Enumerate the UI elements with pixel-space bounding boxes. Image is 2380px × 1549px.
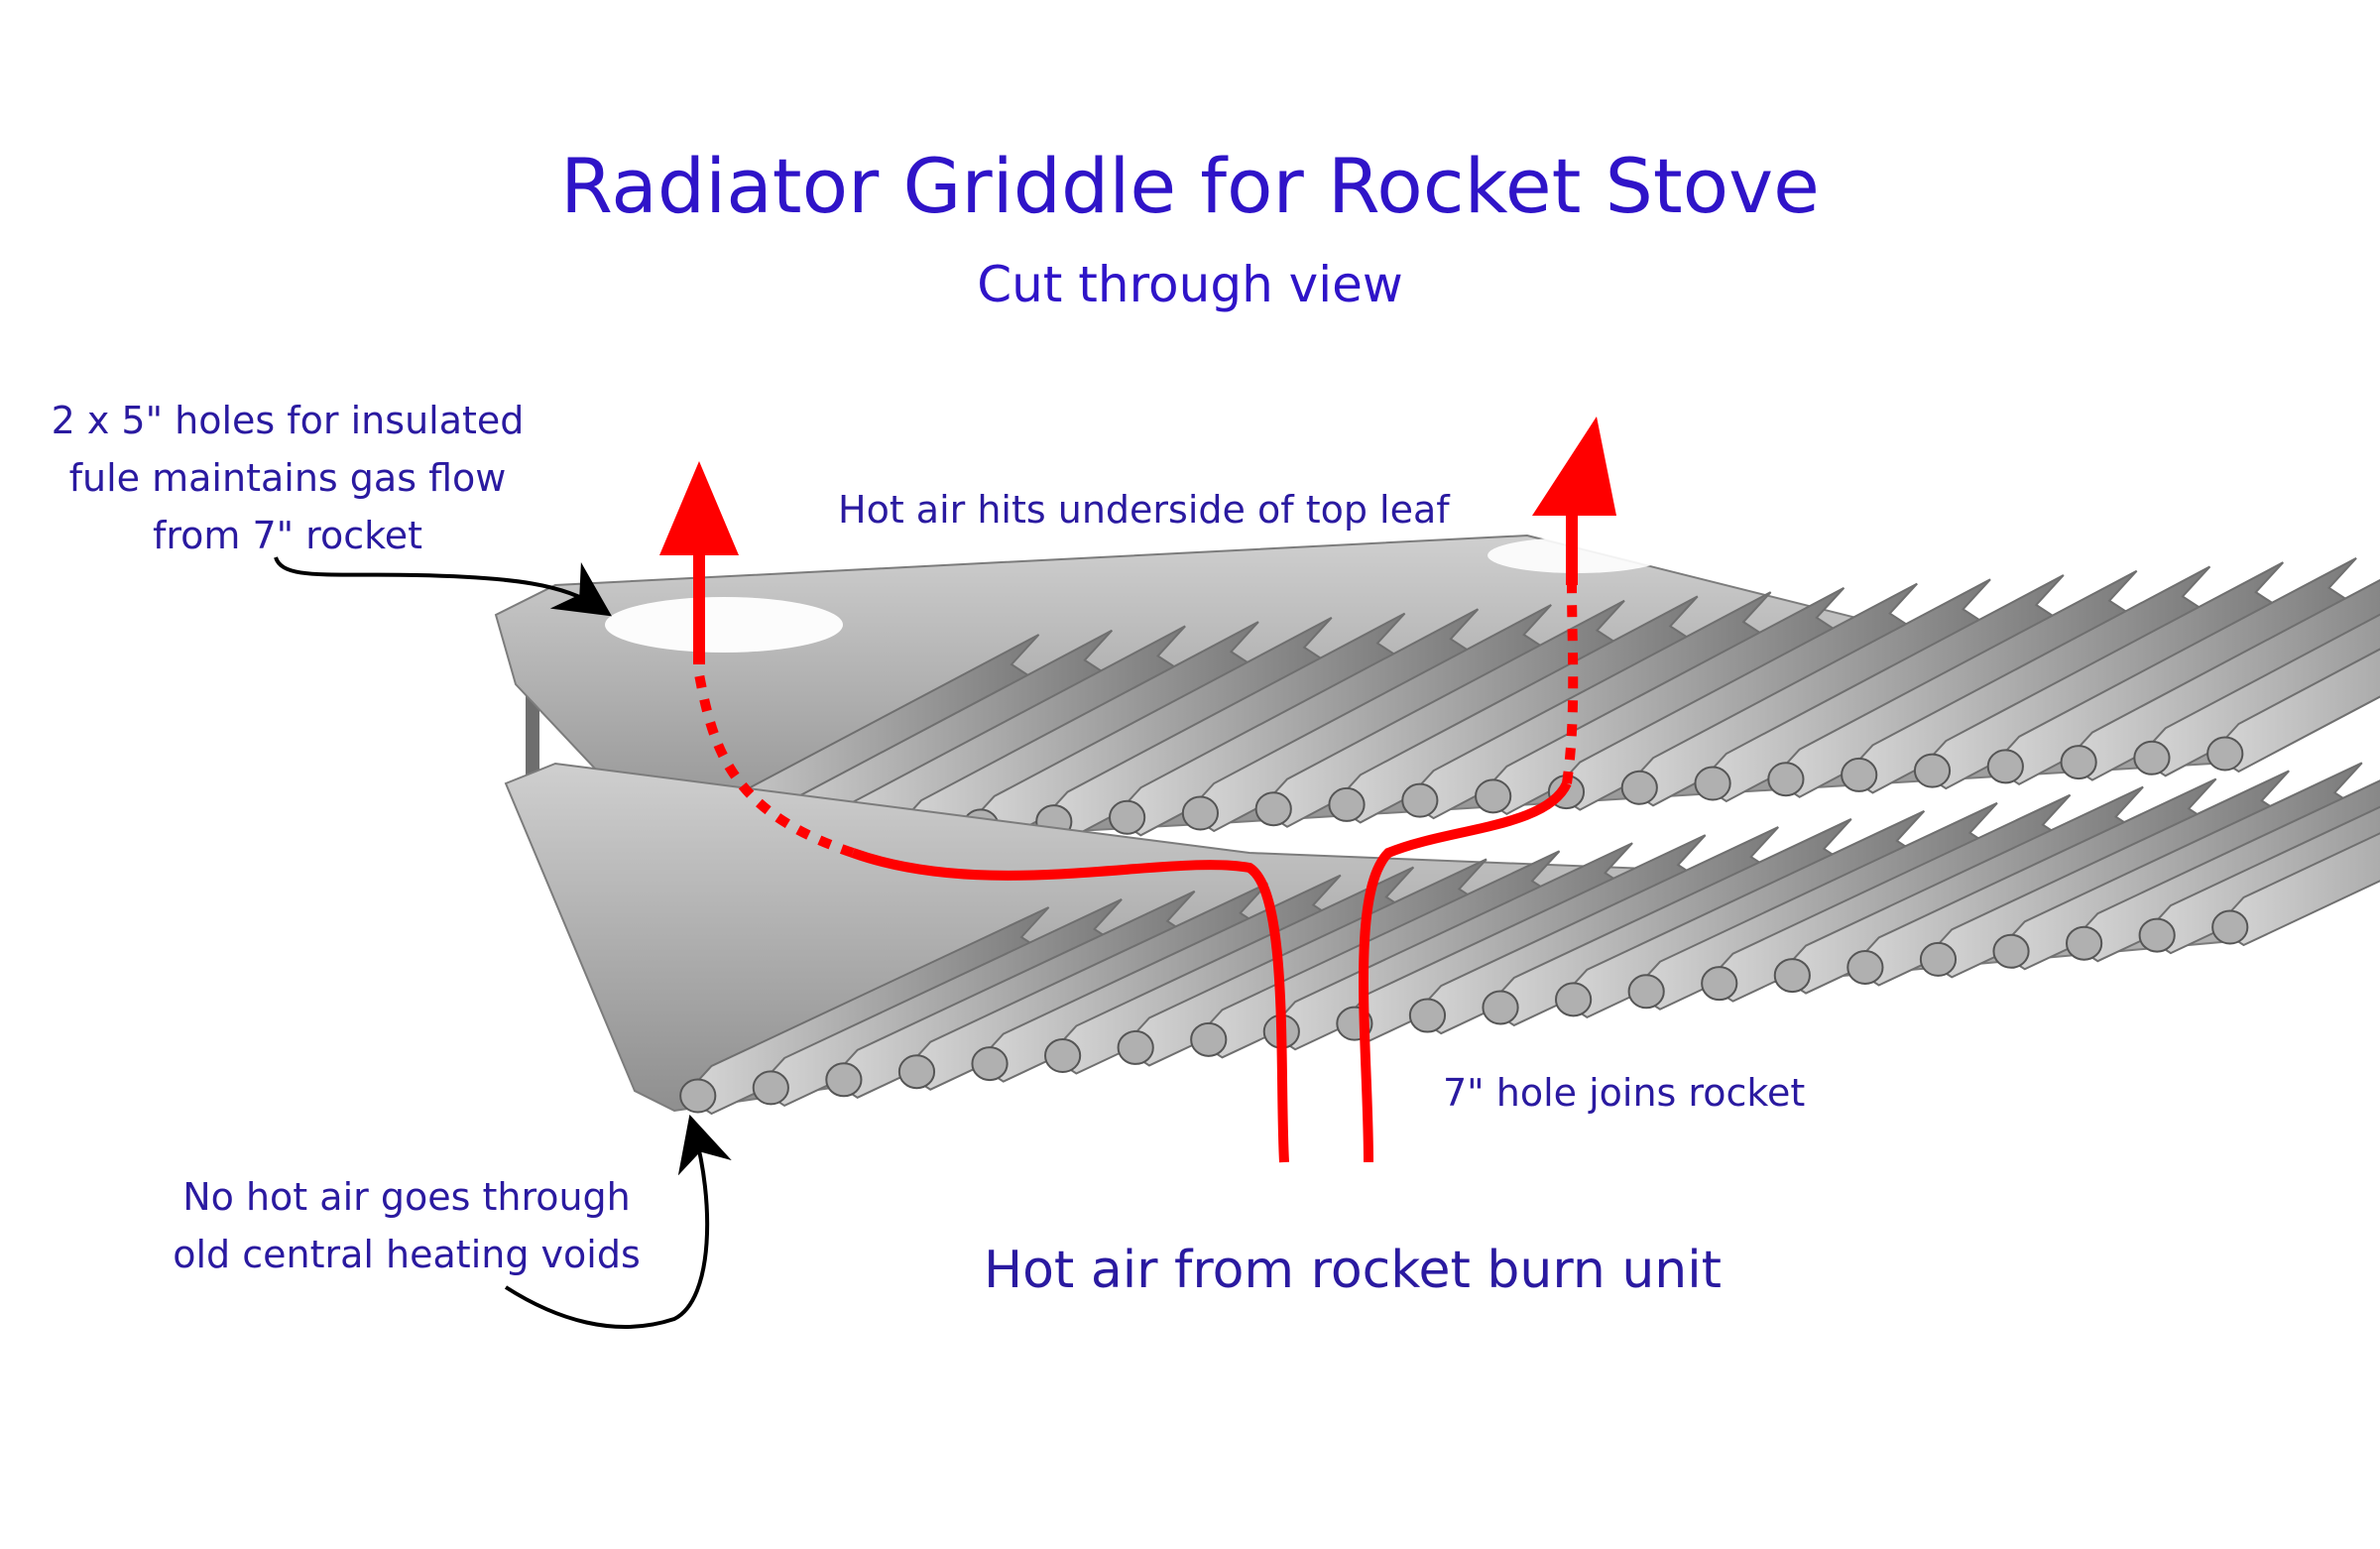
radiator-fin — [682, 906, 1051, 1116]
hot-air-flow-arrows — [659, 417, 1616, 1163]
radiator-void-end — [1181, 795, 1220, 831]
radiator-fin — [2069, 779, 2380, 963]
radiator-void-end — [1555, 982, 1593, 1017]
holes-annotation-line: fule maintains gas flow — [68, 456, 507, 500]
radiator-fin — [1704, 793, 2073, 1003]
radiator-void-end — [2133, 740, 2171, 775]
holes-annotation-line: from 7" rocket — [152, 514, 423, 557]
radiator-fin — [828, 890, 1197, 1099]
radiator-void-end — [1109, 799, 1146, 835]
radiator-void-end — [2211, 909, 2249, 945]
radiator-void-end — [897, 1054, 936, 1090]
radiator-void-end — [1482, 990, 1519, 1025]
support-leg — [526, 684, 539, 778]
radiator-void-end — [1254, 791, 1292, 827]
radiator-void-end — [1620, 770, 1658, 805]
radiator-void-end — [971, 1046, 1009, 1082]
radiator-void-end — [752, 1070, 789, 1106]
radiator-void-end — [1992, 933, 2030, 969]
radiator-fin — [901, 882, 1270, 1091]
radiator-fin — [974, 874, 1343, 1083]
radiator-fin — [1551, 582, 1920, 811]
radiator-void-end — [679, 1078, 717, 1114]
radiator-void-end — [1701, 966, 1738, 1002]
radiator-fin — [756, 897, 1125, 1108]
radiator-void-end — [1475, 778, 1512, 814]
underside-annotation: Hot air hits underside of top leaf — [838, 488, 1450, 532]
radiator-fin — [2141, 805, 2380, 955]
voids-annotation-line: old central heating voids — [173, 1233, 641, 1276]
radiator-void-end — [1627, 974, 1665, 1010]
radiator-fin — [1331, 595, 1700, 824]
radiator-void-end — [1846, 949, 1884, 985]
diagram-subtitle: Cut through view — [977, 256, 1403, 313]
left-flow-arrowhead — [659, 461, 739, 555]
radiator-fin — [1990, 556, 2359, 786]
hot-air-source-label: Hot air from rocket burn unit — [984, 1241, 1723, 1300]
radiator-fin — [1120, 858, 1488, 1067]
holes-pointer-arrow — [274, 556, 612, 617]
radiator-void-end — [1919, 941, 1958, 977]
radiator-void-end — [825, 1062, 863, 1098]
radiator-void-end — [1117, 1029, 1154, 1065]
radiator-void-end — [1694, 766, 1731, 801]
radiator-fin — [1404, 591, 1773, 820]
radiator-fin — [2209, 648, 2380, 774]
seven-inch-hole-annotation: 7" hole joins rocket — [1443, 1071, 1806, 1115]
radiator-fin — [1412, 826, 1781, 1035]
pointer-arrows — [274, 556, 732, 1329]
radiator-void-end — [1401, 782, 1439, 818]
left-flow-arrow-dotted — [694, 673, 855, 858]
voids-annotation: No hot air goes through old central heat… — [149, 1168, 664, 1283]
radiator-fin — [1558, 809, 1927, 1019]
radiator-fin — [1257, 599, 1626, 828]
radiator-void-end — [1913, 753, 1952, 788]
right-flow-arrow-dotted — [1562, 584, 1579, 784]
radiator-fin — [1193, 850, 1562, 1059]
radiator-fin — [2063, 578, 2380, 781]
radiator-fin — [1849, 777, 2218, 987]
voids-pointer-arrow — [504, 1114, 732, 1329]
radiator-fin — [1777, 785, 2146, 995]
radiator-fin — [1112, 608, 1481, 837]
radiator-fin — [1917, 561, 2286, 790]
radiator-fin — [1923, 770, 2292, 979]
radiator-void-end — [2206, 736, 2244, 772]
radiator-fin — [1770, 569, 2139, 798]
right-flow-arrow — [1359, 780, 1572, 1163]
radiator-void-end — [1190, 1021, 1228, 1057]
bottom-radiator-leaf — [504, 762, 2380, 1116]
radiator-void-end — [1408, 998, 1447, 1033]
radiator-void-end — [2138, 917, 2176, 953]
radiator-void-end — [2060, 745, 2097, 780]
left-flow-arrow — [851, 848, 1289, 1163]
diagram-title: Radiator Griddle for Rocket Stove — [560, 142, 1820, 230]
right-flow-arrowhead — [1532, 417, 1616, 516]
radiator-void-end — [1767, 762, 1805, 797]
radiator-void-end — [2066, 925, 2103, 961]
radiator-void-end — [1328, 786, 1366, 822]
radiator-fin — [1630, 801, 1999, 1011]
radiator-fin — [1623, 578, 1992, 807]
radiator-void-end — [1044, 1038, 1082, 1074]
radiator-void-end — [1986, 749, 2024, 784]
radiator-void-end — [1841, 757, 1878, 792]
voids-annotation-line: No hot air goes through — [182, 1175, 631, 1219]
radiator-fin — [1185, 604, 1554, 833]
holes-annotation-line: 2 x 5" holes for insulated — [51, 399, 525, 442]
radiator-fin — [2214, 832, 2380, 947]
radiator-fin — [1047, 866, 1416, 1075]
radiator-fin — [1844, 565, 2212, 794]
radiator-fin — [1697, 574, 2066, 803]
holes-annotation: 2 x 5" holes for insulated fule maintain… — [20, 392, 555, 564]
bottom-leaf-fins — [679, 762, 2380, 1116]
radiator-fin — [2136, 613, 2380, 777]
radiator-fin — [1995, 762, 2364, 971]
radiator-fin — [1485, 818, 1853, 1027]
radiator-void-end — [1773, 958, 1811, 994]
